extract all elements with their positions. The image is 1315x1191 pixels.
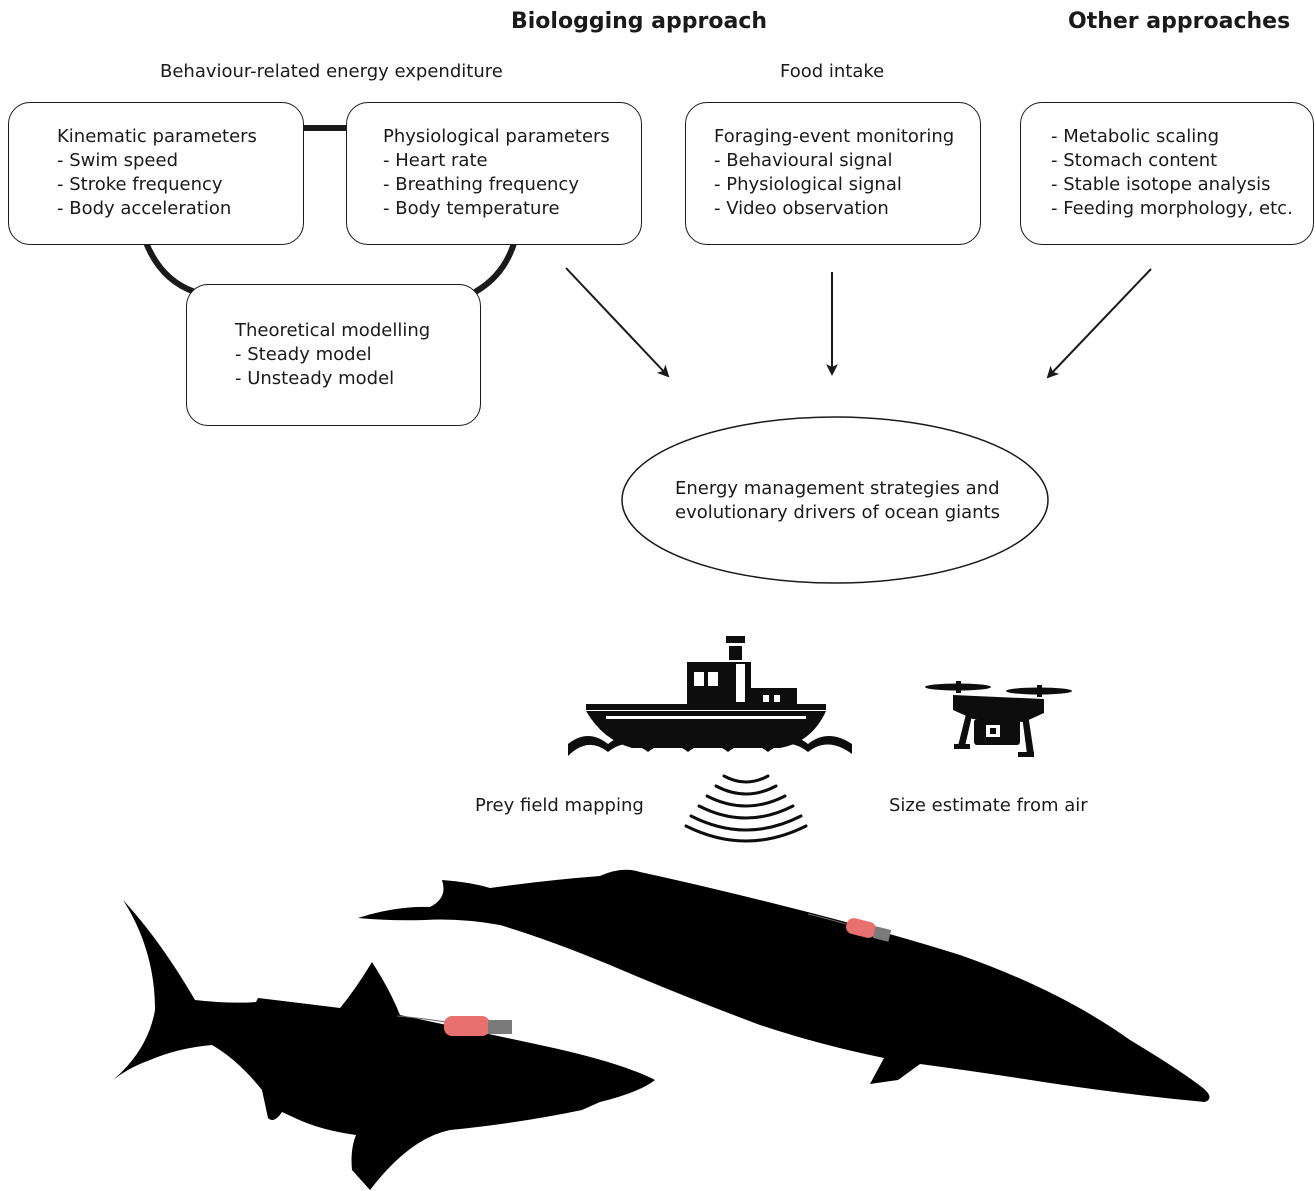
arrows [565,267,1152,379]
outcome-line-2: evolutionary drivers of ocean giants [675,502,1001,523]
caption-prey-field-mapping: Prey field mapping [475,795,644,816]
subheading-food-intake: Food intake [780,61,885,82]
list-item: - Stable isotope analysis [1051,174,1271,195]
list-item: - Breathing frequency [383,174,579,195]
heading-other-approaches: Other approaches [1068,9,1291,34]
caption-size-estimate: Size estimate from air [889,795,1088,816]
outcome-line-1: Energy management strategies and [675,478,1000,499]
list-item: - Heart rate [383,150,488,171]
box-title: Foraging-event monitoring [714,126,955,147]
list-item: - Metabolic scaling [1051,126,1220,147]
list-item: - Swim speed [57,150,178,171]
biologging-tag-icon [807,913,892,942]
sonar-waves-icon [684,774,808,843]
connector-kinematic-theoretical [142,238,197,295]
biologging-tag-icon [396,1015,512,1036]
foraging-event-monitoring-box: Foraging-event monitoring - Behavioural … [685,102,981,245]
box-title: Physiological parameters [383,126,610,147]
heading-biologging: Biologging approach [511,9,768,34]
subheading-energy-expenditure: Behaviour-related energy expenditure [160,61,503,82]
arrow-other-to-outcome [1046,268,1152,379]
other-approaches-box: - Metabolic scaling - Stomach content - … [1020,102,1314,245]
outcome-ellipse [621,416,1049,584]
list-item: - Feeding morphology, etc. [1051,198,1293,219]
drone-icon [925,681,1072,757]
outcome-text: Energy management strategies and evoluti… [675,477,1000,525]
ship-icon [568,636,852,756]
whale-silhouette [358,869,1210,1102]
energy-connectors [142,125,518,295]
box-title: Kinematic parameters [57,126,257,147]
box-title: Theoretical modelling [235,320,431,341]
kinematic-parameters-box: Kinematic parameters - Swim speed - Stro… [8,102,304,245]
list-item: - Stroke frequency [57,174,223,195]
list-item: - Stomach content [1051,150,1218,171]
list-item: - Unsteady model [235,368,395,389]
list-item: - Behavioural signal [714,150,893,171]
list-item: - Video observation [714,198,889,219]
list-item: - Steady model [235,344,372,365]
physiological-parameters-box: Physiological parameters - Heart rate - … [346,102,642,245]
list-item: - Body temperature [383,198,560,219]
connector-physiological-theoretical [473,239,518,295]
list-item: - Physiological signal [714,174,902,195]
theoretical-modelling-box: Theoretical modelling - Steady model - U… [186,284,481,426]
shark-silhouette [113,900,655,1190]
list-item: - Body acceleration [57,198,232,219]
arrow-energy-to-outcome [565,267,670,378]
